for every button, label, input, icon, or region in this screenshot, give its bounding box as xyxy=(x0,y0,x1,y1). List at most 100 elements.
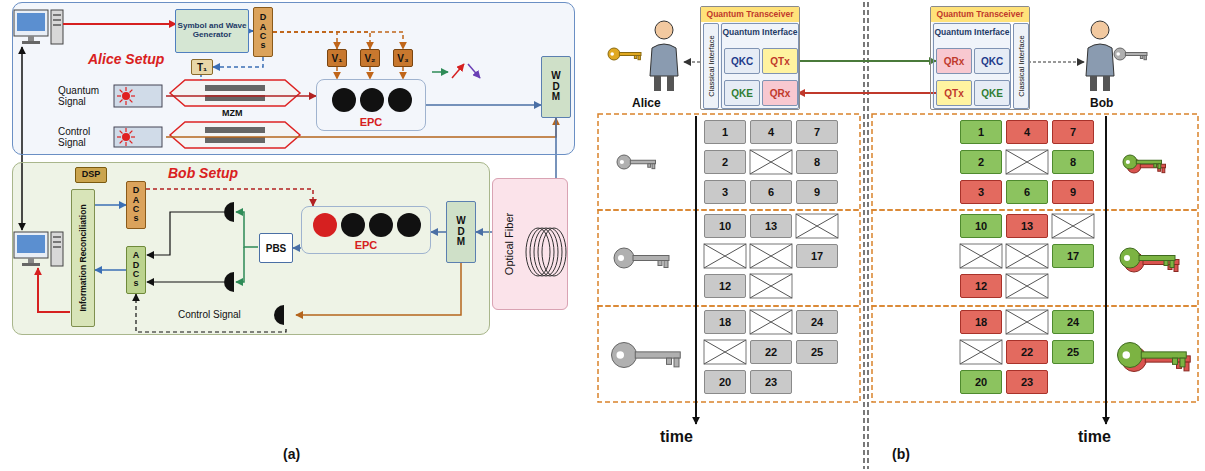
laser-ray xyxy=(130,100,133,103)
cross-mark xyxy=(704,244,746,268)
cross-mark xyxy=(960,244,1002,268)
cross-mark xyxy=(960,244,1002,268)
node-text: Symbol and Wave Generator xyxy=(176,22,248,40)
component-box: V₃ xyxy=(393,49,413,67)
node-text: 22 xyxy=(1021,346,1033,358)
key-head xyxy=(612,343,637,368)
polarization-arrow xyxy=(468,64,480,78)
key-icon xyxy=(614,248,669,268)
laser-ray xyxy=(130,141,133,144)
node-text: DACs xyxy=(133,186,140,224)
key-tooth xyxy=(664,261,668,268)
cross-mark xyxy=(1006,244,1048,268)
key-icon xyxy=(608,48,641,60)
connector xyxy=(798,60,936,62)
key-hole xyxy=(1116,52,1120,56)
electrode xyxy=(205,137,265,143)
discarded-cell xyxy=(750,244,792,268)
key-bit-cell: 3 xyxy=(704,180,746,204)
node-text: Control Signal xyxy=(58,127,112,148)
label-band: Classical Interface xyxy=(1013,23,1029,109)
cross-mark xyxy=(750,310,792,334)
computer-link xyxy=(21,47,23,230)
key-bit-cell: 6 xyxy=(750,180,792,204)
person-leg xyxy=(1090,76,1097,91)
key-bit-cell: 3 xyxy=(960,180,1002,204)
drive-slot xyxy=(53,236,61,238)
key-bit-cell: 25 xyxy=(796,340,838,364)
paddle xyxy=(397,213,421,237)
tower xyxy=(51,10,63,44)
paddle xyxy=(369,213,393,237)
key-bit-cell: 1 xyxy=(960,120,1002,144)
key-bit-cell: 12 xyxy=(704,274,746,298)
key-bit-cell: 8 xyxy=(1052,150,1094,174)
component-box: DACs xyxy=(253,7,273,57)
key-bit-cell: 8 xyxy=(796,150,838,174)
control-link xyxy=(63,23,176,25)
key-hole xyxy=(1123,351,1131,359)
key-shaft xyxy=(1140,164,1165,168)
laser-ray xyxy=(125,87,126,91)
key-tooth xyxy=(638,56,640,60)
key-bit-cell: 9 xyxy=(796,180,838,204)
party-name: Bob xyxy=(1090,96,1113,110)
time-axis xyxy=(695,116,697,424)
optical-path xyxy=(236,212,258,247)
discarded-cell xyxy=(704,340,746,364)
transceiver-box: Quantum TransceiverQuantum InterfaceQRxQ… xyxy=(930,6,1030,110)
node-text: Classical Interface xyxy=(1017,35,1026,96)
component-box: QTx xyxy=(936,80,972,106)
key-bit-cell: 13 xyxy=(750,214,792,238)
person-body xyxy=(1086,44,1114,76)
round-box xyxy=(598,306,860,402)
node-text: QTx xyxy=(944,88,963,99)
round-box xyxy=(598,114,860,210)
key-bit-cell: 4 xyxy=(750,120,792,144)
discarded-cell xyxy=(1006,310,1048,334)
node-text: Classical Interface xyxy=(707,35,716,96)
node-text: 9 xyxy=(1070,186,1076,198)
key-bit-cell: 7 xyxy=(1052,120,1094,144)
node-text: PBS xyxy=(266,243,287,254)
cross-mark xyxy=(1006,244,1048,268)
electrode xyxy=(205,127,265,133)
laser-ray xyxy=(125,128,126,132)
key-shaft xyxy=(1136,160,1161,164)
node-text: QTx xyxy=(770,56,789,67)
discarded-cell xyxy=(1006,244,1048,268)
component-box: PBS xyxy=(259,233,293,263)
key-hole xyxy=(1124,255,1130,261)
panel-fill xyxy=(720,22,798,108)
photodetector: Control Signal xyxy=(176,301,296,329)
node-text: 17 xyxy=(1067,250,1079,262)
node-text: 10 xyxy=(975,220,987,232)
round-box xyxy=(872,210,1198,306)
laser-ray xyxy=(131,95,135,96)
polarization-arrow xyxy=(432,71,448,73)
transceiver-box: Quantum TransceiverClassical InterfaceQu… xyxy=(700,6,800,110)
monitor xyxy=(14,232,48,258)
node-text: Quantum Transceiver xyxy=(701,7,799,22)
component-box: QKC xyxy=(974,48,1010,74)
tower xyxy=(51,232,63,266)
node-text: QKC xyxy=(731,56,753,67)
node-text: V₁ xyxy=(332,53,343,64)
key-head xyxy=(608,48,620,60)
key-bit-cell: 23 xyxy=(1006,370,1048,394)
cross-mark xyxy=(796,214,838,238)
cross-mark xyxy=(750,150,792,174)
key-hole xyxy=(610,52,614,56)
divider-line xyxy=(867,2,868,469)
node-text: 2 xyxy=(722,156,728,168)
laser-ray xyxy=(117,95,121,96)
key-bit-cell: 20 xyxy=(960,370,1002,394)
node-text: 20 xyxy=(975,376,987,388)
signal-wire xyxy=(147,281,224,282)
modulator-body xyxy=(170,122,300,148)
key-tooth xyxy=(674,358,679,367)
drive-slot xyxy=(53,246,61,248)
connector xyxy=(166,95,316,97)
node-text: 4 xyxy=(1024,126,1030,138)
